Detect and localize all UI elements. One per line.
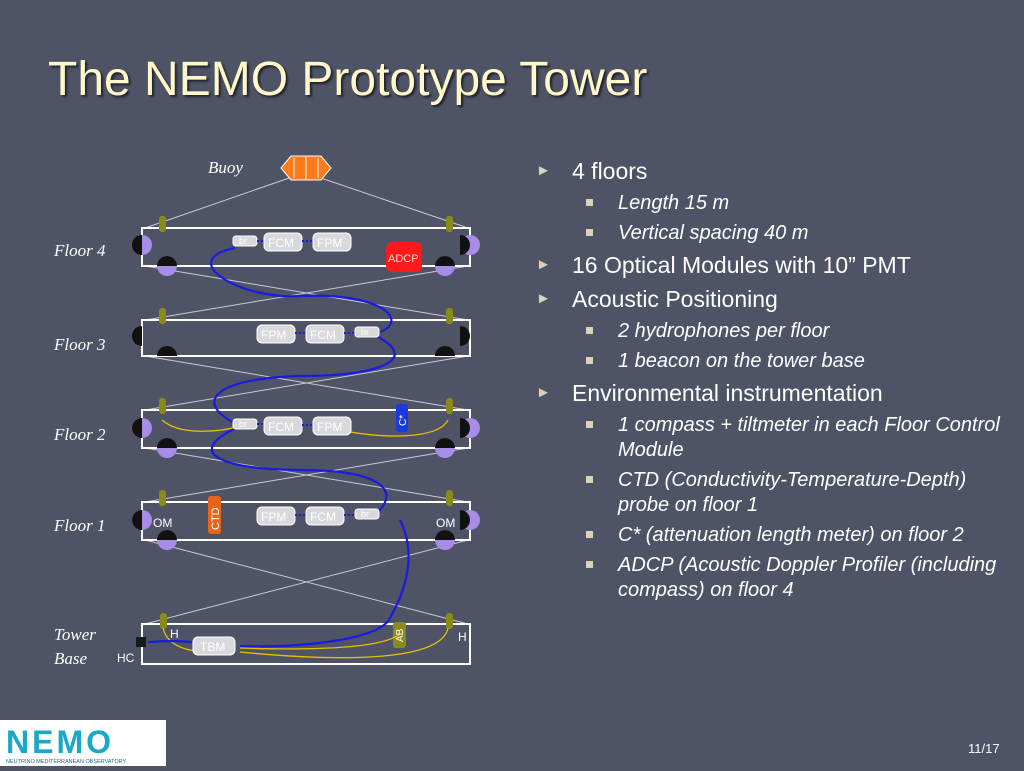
br-label: br (239, 236, 247, 246)
sub-bullet-item: Vertical spacing 40 m (536, 221, 1006, 246)
page-number: 11/17 (968, 741, 1000, 756)
floor-3-label: Floor 3 (54, 335, 106, 354)
square-bullet-icon (586, 357, 593, 364)
floor-4-label: Floor 4 (54, 241, 106, 260)
sub-bullet-item: Length 15 m (536, 191, 1006, 216)
tbm-label: TBM (200, 640, 225, 654)
sub-bullet-text: C* (attenuation length meter) on floor 2 (618, 524, 964, 546)
floor-4 (132, 216, 480, 276)
br-label: br (361, 509, 369, 519)
square-bullet-icon (586, 561, 593, 568)
square-bullet-icon (586, 476, 593, 483)
sub-bullet-item: 1 beacon on the tower base (536, 349, 1006, 374)
bullet-list: ► 4 floors Length 15 m Vertical spacing 4… (536, 154, 1006, 603)
sub-bullet-text: 1 compass + tiltmeter in each Floor Cont… (618, 414, 1000, 461)
logo-text: NEMO (6, 724, 114, 760)
buoy (280, 155, 332, 181)
arrow-bullet-icon: ► (536, 290, 551, 307)
logo-subtitle: NEUTRINO MEDITERRANEAN OBSERVATORY (6, 759, 127, 765)
h-label: H (458, 630, 467, 644)
fcm-label: FCM (268, 420, 294, 434)
sub-bullet-item: ADCP (Acoustic Doppler Profiler (includi… (536, 553, 1006, 603)
floor-1 (132, 490, 480, 550)
main-cable (147, 246, 410, 648)
fcm-label: FCM (268, 236, 294, 250)
ctd-label: CTD (210, 507, 222, 530)
adcp-label: ADCP (388, 253, 419, 265)
fpm-label: FPM (317, 420, 342, 434)
arrow-bullet-icon: ► (536, 162, 551, 179)
square-bullet-icon (586, 229, 593, 236)
square-bullet-icon (586, 421, 593, 428)
ab-label: AB (395, 628, 406, 642)
cstar-label: C* (398, 415, 409, 426)
fpm-label: FPM (261, 328, 286, 342)
hc-label: HC (117, 651, 135, 665)
fpm-label: FPM (261, 510, 286, 524)
bullet-item: ► 16 Optical Modules with 10” PMT (536, 250, 1006, 280)
floor-2 (132, 398, 480, 458)
br-label: br (239, 419, 247, 429)
sub-bullet-text: Vertical spacing 40 m (618, 222, 809, 244)
sub-bullet-item: 2 hydrophones per floor (536, 319, 1006, 344)
bullet-item: ► 4 floors (536, 156, 1006, 186)
sub-bullet-item: CTD (Conductivity-Temperature-Depth) pro… (536, 468, 1006, 518)
fcm-label: FCM (310, 510, 336, 524)
module-shapes (192, 232, 380, 656)
sub-bullet-text: 1 beacon on the tower base (618, 350, 865, 372)
arrow-bullet-icon: ► (536, 384, 551, 401)
floor-2-label: Floor 2 (54, 425, 106, 444)
slide-title: The NEMO Prototype Tower (48, 53, 648, 106)
square-bullet-icon (586, 199, 593, 206)
sub-bullet-text: ADCP (Acoustic Doppler Profiler (includi… (618, 554, 997, 601)
om-label: OM (153, 516, 172, 530)
bullet-item: ► Environmental instrumentation (536, 378, 1006, 408)
floor-1-label: Floor 1 (54, 516, 106, 535)
nemo-logo: NEMO NEUTRINO MEDITERRANEAN OBSERVATORY (0, 720, 166, 766)
h-label: H (170, 627, 179, 641)
bullet-text: 4 floors (572, 158, 648, 184)
sub-bullet-text: Length 15 m (618, 192, 730, 214)
br-label: br (361, 327, 369, 337)
sub-bullet-text: CTD (Conductivity-Temperature-Depth) pro… (618, 469, 967, 516)
tower-base-label-line1: Tower (54, 625, 96, 644)
bullet-item: ► Acoustic Positioning (536, 284, 1006, 314)
tower-diagram: br FCM FPM ADCP FPM FCM br br FCM FPM C*… (117, 155, 480, 665)
sub-bullet-text: 2 hydrophones per floor (618, 320, 830, 342)
square-bullet-icon (586, 327, 593, 334)
tower-base-label-line2: Base (54, 649, 88, 668)
buoy-tethers (144, 175, 469, 229)
fpm-label: FPM (317, 236, 342, 250)
bullet-text: Environmental instrumentation (572, 380, 883, 406)
om-label: OM (436, 516, 455, 530)
sub-bullet-item: 1 compass + tiltmeter in each Floor Cont… (536, 413, 1006, 463)
arrow-bullet-icon: ► (536, 256, 551, 273)
tower-ropes (144, 265, 469, 625)
buoy-label: Buoy (208, 158, 243, 177)
square-bullet-icon (586, 531, 593, 538)
bullet-text: Acoustic Positioning (572, 286, 778, 312)
bullet-text: 16 Optical Modules with 10” PMT (572, 252, 911, 278)
fcm-label: FCM (310, 328, 336, 342)
fiber-cables (161, 419, 449, 659)
sub-bullet-item: C* (attenuation length meter) on floor 2 (536, 523, 1006, 548)
floor-3 (132, 308, 471, 357)
